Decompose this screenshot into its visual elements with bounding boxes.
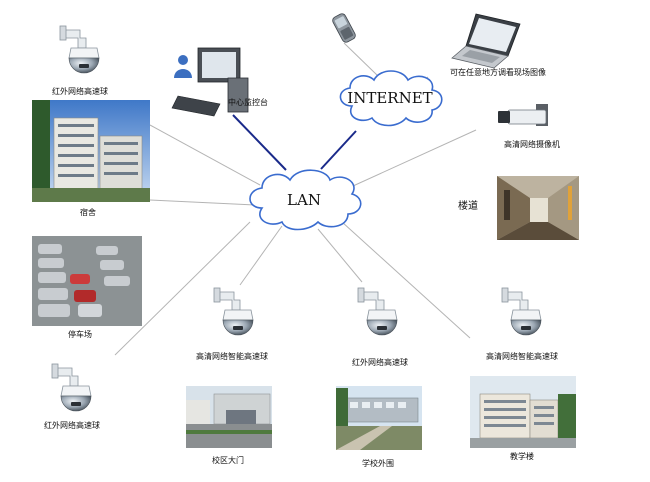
teaching-building-photo <box>470 376 576 448</box>
ir-dome-top-label: 红外网络高速球 <box>52 87 108 96</box>
lan-label: LAN <box>287 191 321 209</box>
smart-dome-camera-right <box>501 287 542 336</box>
dormitory-label: 宿舍 <box>80 208 96 217</box>
corridor-photo <box>497 176 579 240</box>
camera-links <box>114 42 477 356</box>
smart-dome-left-label: 高清网络智能高速球 <box>196 352 268 361</box>
smart-dome-right-label: 高清网络智能高速球 <box>486 352 558 361</box>
campus-gate-photo <box>186 386 272 448</box>
campus-perimeter-label: 学校外围 <box>362 459 394 468</box>
internet-cloud <box>339 70 443 127</box>
ir-dome-bottom-label: 红外网络高速球 <box>44 421 100 430</box>
teaching-building-label: 教学楼 <box>510 452 534 461</box>
lan-links <box>232 114 357 171</box>
corridor-label: 楼道 <box>458 201 478 212</box>
parking-photo <box>32 236 142 326</box>
ir-dome-camera-center <box>357 287 398 336</box>
remote-view-label: 可在任意地方调看现场图像 <box>450 68 546 77</box>
hd-box-camera-icon <box>498 104 548 126</box>
campus-gate-label: 校区大门 <box>212 456 244 465</box>
smart-dome-camera-left <box>213 287 254 336</box>
parking-label: 停车场 <box>68 330 92 339</box>
control-room-label: 中心监控台 <box>228 98 268 107</box>
laptop-icon <box>451 13 521 69</box>
internet-label: INTERNET <box>347 89 432 107</box>
ir-dome-center-label: 红外网络高速球 <box>352 358 408 367</box>
lan-cloud <box>249 169 362 231</box>
ir-dome-camera-top <box>59 25 100 74</box>
dormitory-photo <box>32 100 150 202</box>
hd-camera-label: 高清网络摄像机 <box>504 140 560 149</box>
phone-icon <box>332 13 356 43</box>
ir-dome-camera-bottom <box>51 363 92 412</box>
user-icon <box>174 55 192 78</box>
campus-perimeter-photo <box>336 386 422 450</box>
computer-icon <box>171 47 249 117</box>
